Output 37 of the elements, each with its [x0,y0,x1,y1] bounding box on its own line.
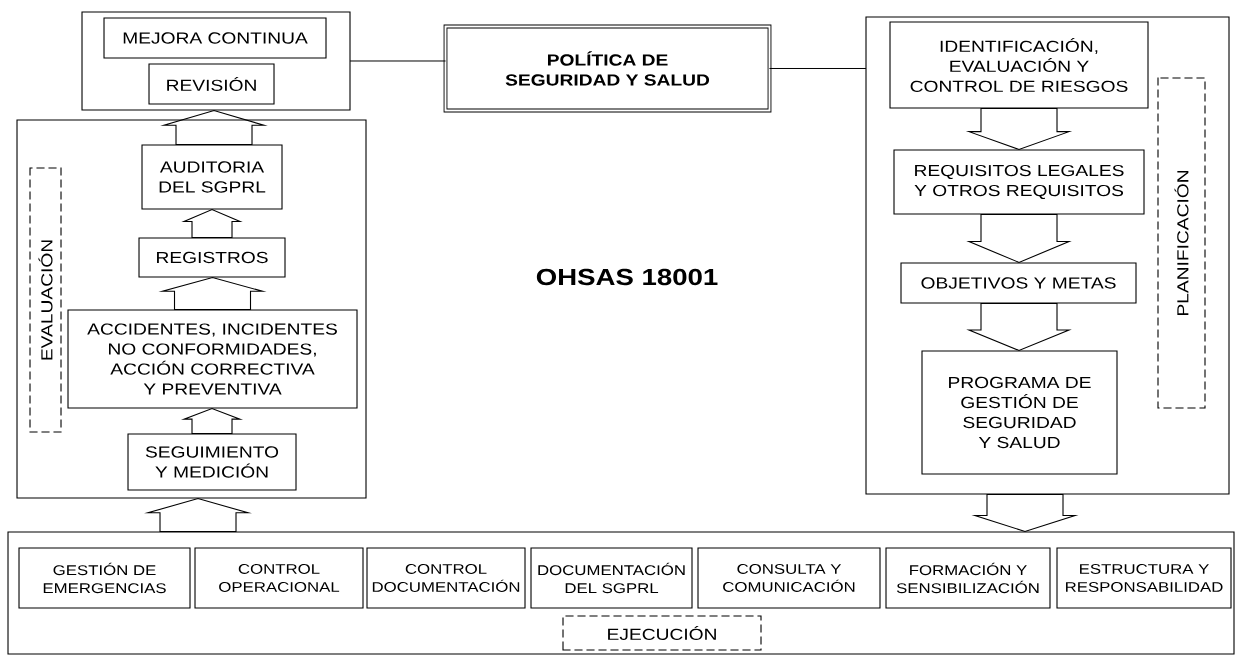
process-box: AUDITORIA DEL SGPRL [141,144,283,210]
block-arrow [160,109,268,145]
process-box: CONTROL OPERACIONAL [194,547,364,609]
title: OHSAS 18001 [536,268,718,286]
process-box: CONSULTA Y COMUNICACIÓN [697,547,881,609]
block-arrow [965,108,1073,151]
block-arrow [181,407,243,434]
process-box: PROGRAMA DE GESTIÓN DE SEGURIDAD Y SALUD [921,350,1118,475]
block-arrow [158,276,267,310]
section-frame [865,16,1230,495]
block-arrow [966,214,1072,264]
process-box: REQUISITOS LEGALES Y OTROS REQUISITOS [893,149,1145,215]
process-box: IDENTIFICACIÓN, EVALUACIÓN Y CONTROL DE RIESGOS [889,21,1149,109]
connector-line [769,68,866,69]
phase-label-box: PLANIFICACIÓN [1157,77,1206,409]
phase-label-box: EVALUACIÓN [29,167,62,433]
process-box: ESTRUCTURA Y RESPONSABILIDAD [1056,547,1232,609]
process-box: MEJORA CONTINUA [103,17,327,59]
process-box: ACCIDENTES, INCIDENTES NO CONFORMIDADES, ACCIÓN CORRECTIVA Y PREVENTIVA [67,309,358,409]
process-box: REGISTROS [138,237,286,278]
block-arrow [971,494,1079,532]
phase-label-box: EJECUCIÓN [562,615,762,651]
process-box: DOCUMENTACIÓN DEL SGPRL [530,547,693,609]
block-arrow [181,208,243,238]
process-box: OBJETIVOS Y METAS [900,262,1137,304]
policy-box: POLÍTICA DE SEGURIDAD Y SALUD [443,24,772,113]
block-arrow [144,497,252,532]
section-frame [16,119,367,499]
process-box: CONTROL DOCUMENTACIÓN [366,547,526,609]
block-arrow [966,303,1072,352]
section-frame [81,11,351,111]
process-box: GESTIÓN DE EMERGENCIAS [18,547,191,609]
connector-line [350,60,446,62]
process-box: REVISIÓN [148,63,275,105]
process-box: SEGUIMIENTO Y MEDICIÓN [127,433,297,491]
section-frame [7,531,1235,655]
process-box: FORMACIÓN Y SENSIBILIZACIÓN [885,547,1051,609]
